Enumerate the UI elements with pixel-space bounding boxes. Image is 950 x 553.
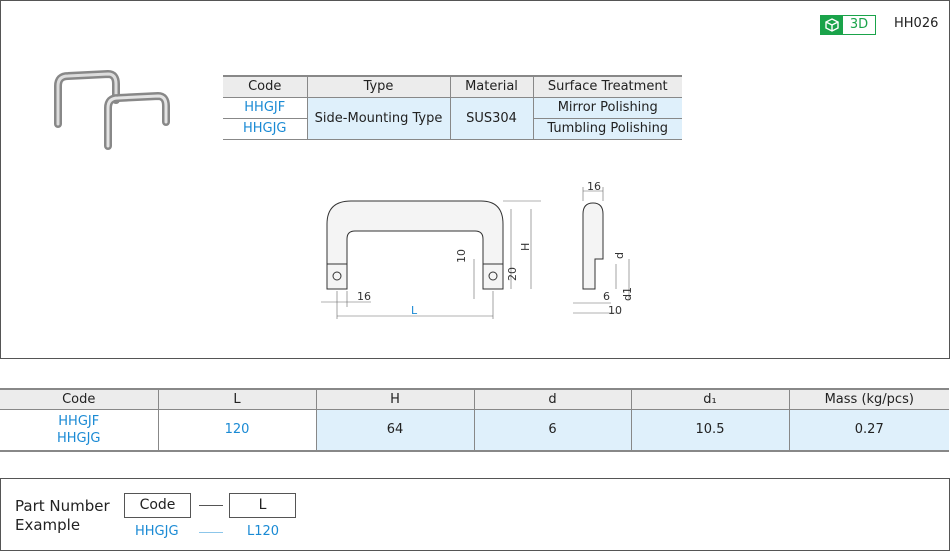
L-cell[interactable]: 120 — [157, 409, 316, 452]
header-d: d — [473, 388, 631, 410]
l-box: L — [229, 493, 296, 518]
spec-table: Code Type Material Surface Treatment HHG… — [223, 75, 682, 140]
dim-d: d — [613, 252, 626, 259]
header-material: Material — [449, 75, 533, 98]
dim-10-side: 10 — [608, 304, 622, 317]
dim-d1: d1 — [621, 287, 634, 301]
technical-drawing: 16 H 10 20 16 L d d1 6 10 — [321, 180, 634, 319]
model-code: HH026 — [894, 16, 939, 31]
example-L: L120 — [247, 524, 280, 539]
dim-H: H — [519, 243, 532, 251]
3d-label: 3D — [849, 17, 869, 32]
material-cell: SUS304 — [449, 97, 533, 140]
code-box: Code — [124, 493, 191, 518]
d-cell: 6 — [473, 409, 631, 452]
product-image — [54, 69, 170, 150]
type-cell: Side-Mounting Type — [306, 97, 450, 140]
example-dash — [199, 532, 223, 533]
header-code: Code — [0, 388, 158, 410]
header-type: Type — [306, 75, 450, 98]
dim-6: 6 — [603, 290, 610, 303]
dim-20: 20 — [506, 267, 519, 281]
header-d1: d₁ — [630, 388, 789, 410]
H-cell: 64 — [315, 409, 474, 452]
3d-button[interactable]: 3D — [820, 15, 876, 35]
header-surface: Surface Treatment — [532, 75, 682, 98]
header-L: L — [157, 388, 316, 410]
d1-cell: 10.5 — [630, 409, 789, 452]
header-H: H — [315, 388, 474, 410]
header-code: Code — [223, 75, 307, 98]
code-cell[interactable]: HHGJF — [223, 97, 307, 119]
code-hhgjf[interactable]: HHGJF — [58, 413, 100, 429]
cube-icon — [821, 16, 843, 34]
example-code: HHGJG — [135, 524, 179, 539]
header-mass: Mass (kg/pcs) — [788, 388, 949, 410]
separator-dash — [199, 505, 223, 506]
code-hhgjg[interactable]: HHGJG — [56, 430, 101, 446]
dim-10: 10 — [455, 249, 468, 263]
dim-16-top: 16 — [587, 180, 601, 193]
surface-cell: Tumbling Polishing — [532, 118, 682, 140]
mass-cell: 0.27 — [788, 409, 949, 452]
dim-16: 16 — [357, 290, 371, 303]
dim-L: L — [411, 304, 418, 317]
surface-cell: Mirror Polishing — [532, 97, 682, 119]
code-cell[interactable]: HHGJG — [223, 118, 307, 140]
product-panel: 3D HH026 16 H 10 20 1 — [0, 0, 950, 359]
